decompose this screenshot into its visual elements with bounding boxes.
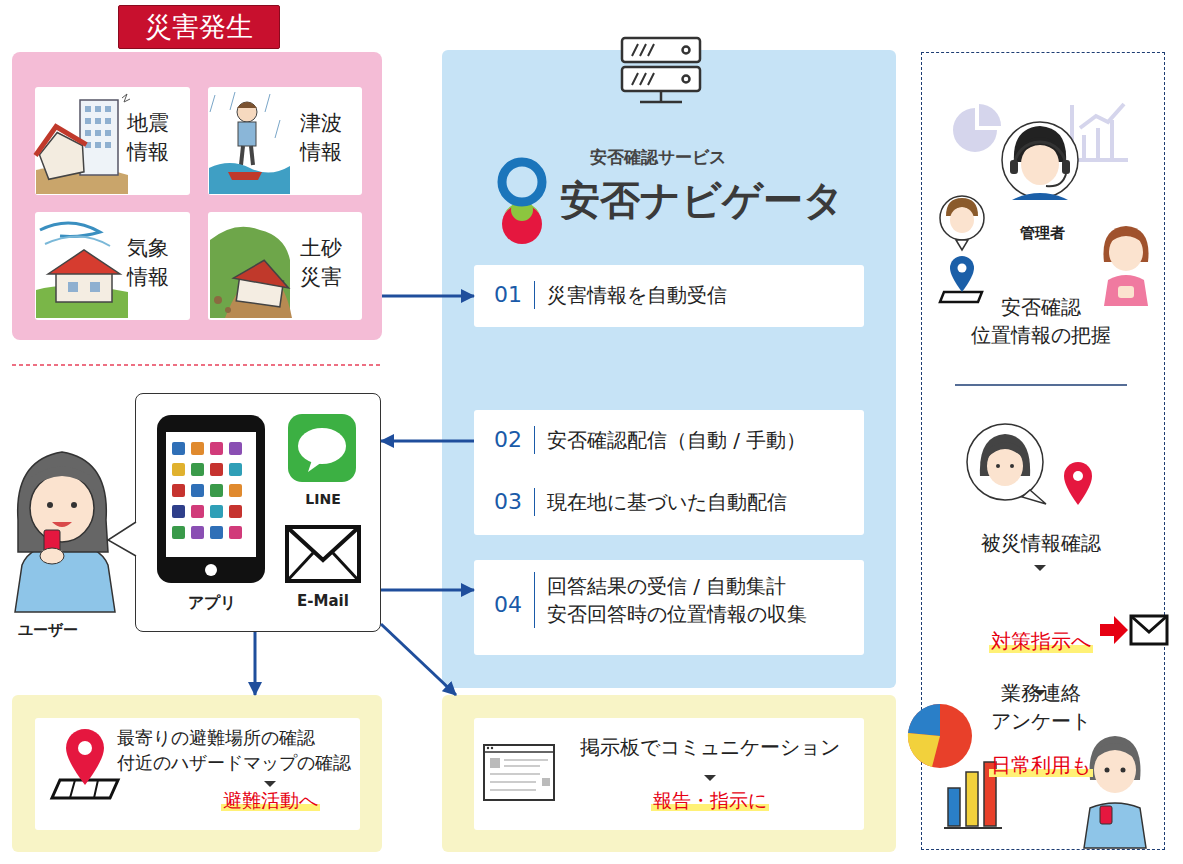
node-text: 管理者 [992,223,1092,244]
node-text: 01 [494,280,522,311]
divider-line [12,364,382,366]
feature-panel: 最寄りの避難場所の確認 付近のハザードマップの確認避難活動へ [12,695,382,852]
admin-panel: 管理者安否確認 位置情報の把握被災情報確認対策指示へ業務連絡 アンケート日常利用… [921,52,1165,850]
down-triangle [704,775,716,781]
node-text: 業務連絡 アンケート [980,679,1102,735]
node-text: 安否確認サービス [590,146,726,170]
node-text: 安否確認 位置情報の把握 [966,293,1116,349]
highlight: 避難活動へ [221,789,320,811]
earthquake-icon [31,94,130,194]
node-text: 掲示板でコミュニケーション [580,733,840,761]
info-box: 地震 情報 [35,87,190,195]
highlight: 報告・指示に [651,789,769,811]
mail-icon [287,527,359,581]
info-box: 津波 情報 [208,87,362,195]
role-label: ユーザー [18,620,78,641]
device-box: アプリ LINE E-Mail [135,393,381,632]
map-pin-icon [52,729,118,798]
landslide-icon [210,227,292,318]
flow-arrow [381,589,474,592]
info-box: 土砂 災害 [208,212,362,320]
inner-card [474,718,864,830]
node-text: 安否確認配信（自動 / 手動） [534,426,806,454]
node-text: E-Mail [280,591,366,612]
speech-tail [108,522,137,556]
node-text: 最寄りの避難場所の確認 付近のハザードマップの確認 [117,725,356,775]
node-text: 安否ナビゲータ [560,172,844,228]
user-figure [15,452,115,612]
node-text: 災害発生 [118,5,280,49]
node-text: 02 [494,425,522,456]
node-text: 対策指示へ [976,627,1106,655]
step-box: 04 回答結果の受信 / 自動集計 安否回答時の位置情報の収集 [474,560,864,655]
phone-icon [157,415,265,583]
node-text: 報告・指示に [640,787,780,814]
node-text: アプリ [156,592,268,614]
down-triangle [264,781,276,787]
highlight: 対策指示へ [989,629,1093,653]
node-text: 土砂 災害 [300,234,355,293]
logo-mark [502,162,542,244]
admin-illustrations [908,104,1167,848]
info-box: 気象 情報 [35,212,190,320]
flow-arrow [381,624,456,695]
region-panel: 災害発生地震 情報津波 情報気象 情報土砂 災害 [12,52,382,340]
step-box: 01 災害情報を自動受信 [474,265,864,327]
node-text: 津波 情報 [300,109,355,168]
node-text: 回答結果の受信 / 自動集計 安否回答時の位置情報の収集 [534,572,815,628]
node-text: 地震 情報 [127,109,182,168]
step-box: 02 安否確認配信（自動 / 手動） 03 現在地に基づいた自動配信 [474,410,864,535]
node-text: 災害情報を自動受信 [534,281,727,309]
node-text: 04 [494,590,522,621]
server-icon [622,38,700,102]
line-icon [288,414,356,482]
node-text: 現在地に基づいた自動配信 [534,488,787,516]
flow-arrow [381,440,474,443]
node-text: 03 [494,487,522,518]
service-panel: 安否確認サービス安否ナビゲータ 01 災害情報を自動受信 02 安否確認配信（自動 / … [442,50,896,688]
bulletin-icon [484,745,554,800]
node-text: 被災情報確認 [922,529,1159,557]
feature-panel: 掲示板でコミュニケーション報告・指示に [442,695,896,852]
node-text: 避難活動へ [210,787,330,814]
tsunami-icon [209,88,290,194]
flow-arrow [382,295,474,298]
node-text: LINE [284,490,362,510]
weather-icon [36,223,128,318]
node-text: 日常利用も [976,751,1106,779]
flow-arrow [254,632,257,695]
highlight: 日常利用も [989,753,1093,777]
node-text: 気象 情報 [127,234,182,293]
